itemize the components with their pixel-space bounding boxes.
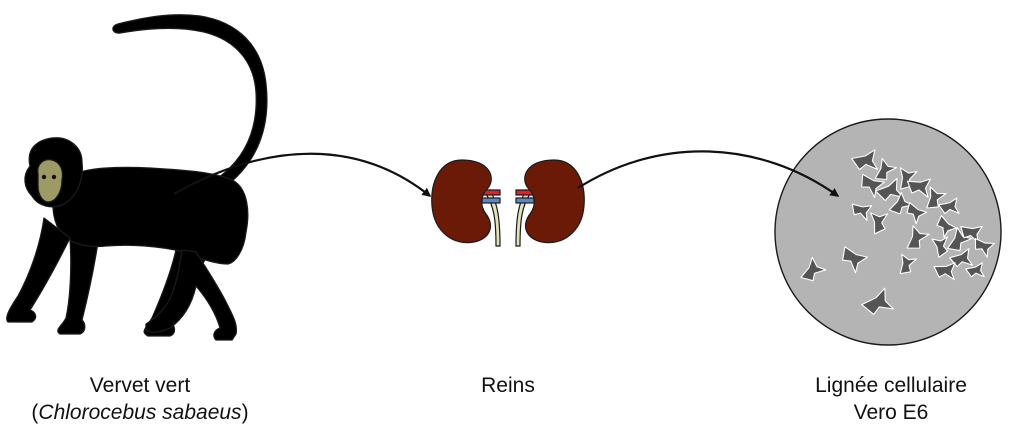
vero-cell [861,173,885,199]
monkey-caption: Vervet vert (Chlorocebus sabaeus) [0,372,280,426]
monkey-far-front-leg [57,237,99,335]
vero-cell [949,248,974,268]
monkey-near-hind-leg [145,249,238,341]
vero-cell [870,212,889,235]
right-vein [515,197,535,204]
vero-cell [899,253,918,275]
cells-group [800,149,995,316]
vero-cell [800,256,827,282]
vervet-monkey-icon [6,14,268,341]
monkey-face [37,158,64,203]
monkey-species-line: (Chlorocebus sabaeus) [0,399,280,426]
vero-cell [851,203,873,222]
monkey-eye-left [41,174,47,180]
cell-culture-dish-icon [774,118,1002,346]
vero-cell [874,157,898,181]
left-vein [481,197,501,204]
paren-close: ) [241,401,249,424]
vero-cell [861,287,895,316]
kidneys-icon [431,159,585,247]
vero-cell [965,262,985,278]
vero-cell [851,149,879,171]
vero-cell [938,197,960,215]
monkey-body [52,166,249,265]
monkey-near-front-leg [6,217,71,323]
kidneys-label: Reins [481,374,535,397]
monkey-species-name: Chlorocebus sabaeus [38,401,242,424]
vero-cell [906,202,928,225]
vero-cell [888,191,914,215]
cells-caption: Lignée cellulaire Vero E6 [760,372,1022,426]
kidneys-caption: Reins [440,372,576,399]
arrow-monkey-to-kidneys [173,152,432,197]
cell-line-name: Vero E6 [853,401,929,424]
monkey-tail [112,14,268,187]
monkey-common-name: Vervet vert [89,374,191,397]
vero-cell [842,246,869,274]
monkey-eye-right [51,174,57,180]
cell-line-label: Lignée cellulaire [815,374,967,397]
dish [774,118,1002,346]
vero-cell [933,262,956,281]
arrow-kidneys-to-cells [577,150,840,197]
vero-cell [936,215,957,239]
vero-cell [926,186,947,209]
vero-cell [947,226,973,252]
vero-cell [875,177,904,202]
right-kidney [524,159,585,244]
paren-open: ( [31,401,39,424]
left-kidney [431,159,492,244]
vero-cell [906,178,931,198]
vero-cell [931,236,949,258]
vero-cell [974,238,995,258]
vero-cell [906,225,930,249]
